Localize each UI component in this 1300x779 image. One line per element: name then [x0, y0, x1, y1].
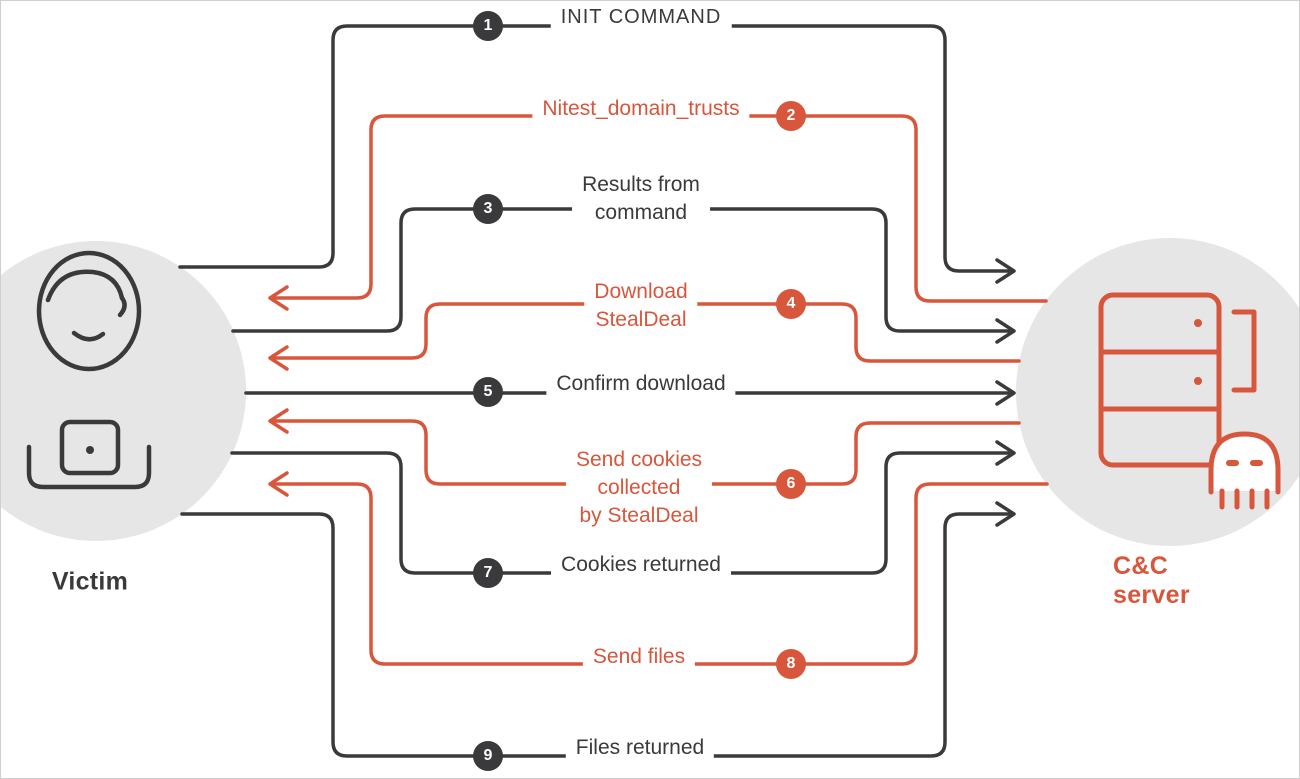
flow-label-4: Download StealDeal [584, 277, 698, 335]
server-label: C&C server [1113, 552, 1190, 609]
skull-icon [1208, 431, 1281, 510]
victim-circle [1, 241, 246, 541]
flow-label-1: INIT COMMAND [550, 2, 732, 32]
flow-arrow-1-icon [995, 258, 1016, 284]
flow-badge-8: 8 [776, 649, 806, 679]
victim-label: Victim [51, 567, 129, 596]
flow-badge-1: 1 [473, 11, 503, 41]
flow-badge-4: 4 [776, 289, 806, 319]
flow-arrow-8-icon [268, 471, 289, 497]
flow-label-2: Nitest_domain_trusts [532, 94, 750, 124]
person-icon [36, 250, 142, 372]
flow-label-3: Results from command [572, 170, 710, 228]
flow-badge-2: 2 [776, 101, 806, 131]
flow-arrow-6-icon [268, 408, 289, 434]
server-circle [1016, 238, 1299, 546]
flow-badge-9: 9 [473, 741, 503, 771]
flow-arrow-5-icon [995, 380, 1016, 406]
flow-arrow-2-icon [268, 285, 289, 311]
flow-arrow-4-icon [268, 345, 289, 371]
flow-badge-6: 6 [776, 469, 806, 499]
flow-label-5: Confirm download [546, 369, 736, 399]
flow-badge-3: 3 [473, 194, 503, 224]
flow-arrow-3-icon [995, 318, 1016, 344]
server-cabinet-icon [1098, 292, 1257, 468]
flow-label-7: Cookies returned [551, 550, 731, 580]
flow-label-9: Files returned [565, 733, 715, 763]
flow-arrow-7-icon [995, 440, 1016, 466]
flow-badge-7: 7 [473, 558, 503, 588]
flow-label-6: Send cookies collected by StealDeal [565, 445, 713, 531]
flow-label-8: Send files [582, 642, 696, 672]
laptop-icon [26, 419, 152, 490]
flow-arrow-9-icon [995, 501, 1016, 527]
flow-badge-5: 5 [473, 377, 503, 407]
